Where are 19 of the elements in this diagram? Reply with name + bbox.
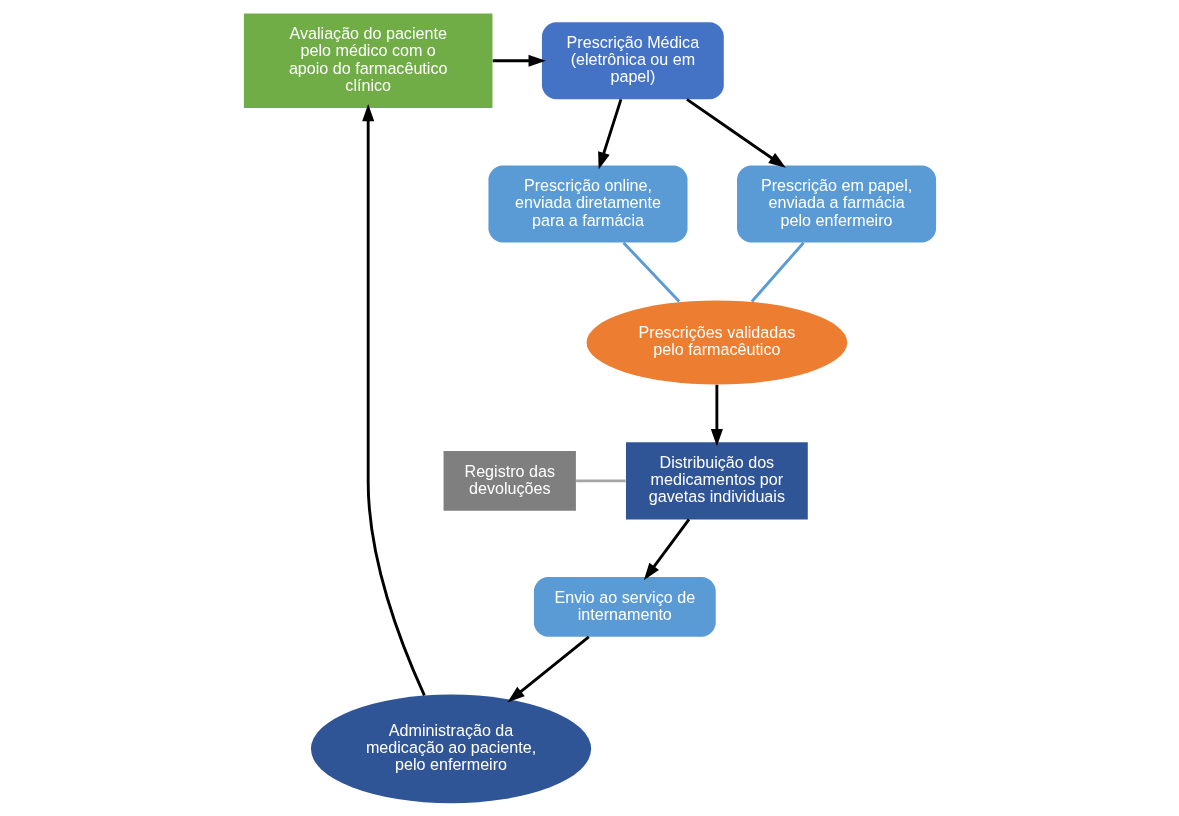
node-box: Envio ao serviço de internamento bbox=[533, 576, 716, 637]
node-box: Prescrição Médica (eletrônica ou em papel) bbox=[541, 21, 724, 99]
arrow bbox=[643, 518, 690, 580]
arrow bbox=[507, 635, 590, 702]
connector bbox=[575, 478, 626, 482]
node-box: Distribuição dos medicamentos por gavetas individuais bbox=[625, 441, 808, 519]
node-box: Prescrição em papel, enviada a farmácia pelo enfermeiro bbox=[736, 165, 936, 243]
node-ellipse: Prescrições validadas pelo farmacêutico bbox=[586, 299, 847, 384]
node-box: Prescrição online, enviada diretamente para a farmácia bbox=[487, 165, 688, 243]
arrow bbox=[597, 98, 622, 169]
node-ellipse: Administração da medicação ao paciente, pelo enfermeiro bbox=[310, 694, 591, 803]
connector bbox=[622, 241, 680, 302]
arrow bbox=[361, 103, 426, 696]
node-box: Avaliação do paciente pelo médico com o apoio do farmacêutico clínico bbox=[243, 13, 492, 108]
connector bbox=[750, 241, 805, 302]
arrow bbox=[685, 97, 786, 168]
node-box: Registro das devoluções bbox=[443, 450, 576, 511]
arrow bbox=[710, 384, 723, 446]
arrow bbox=[492, 54, 546, 67]
